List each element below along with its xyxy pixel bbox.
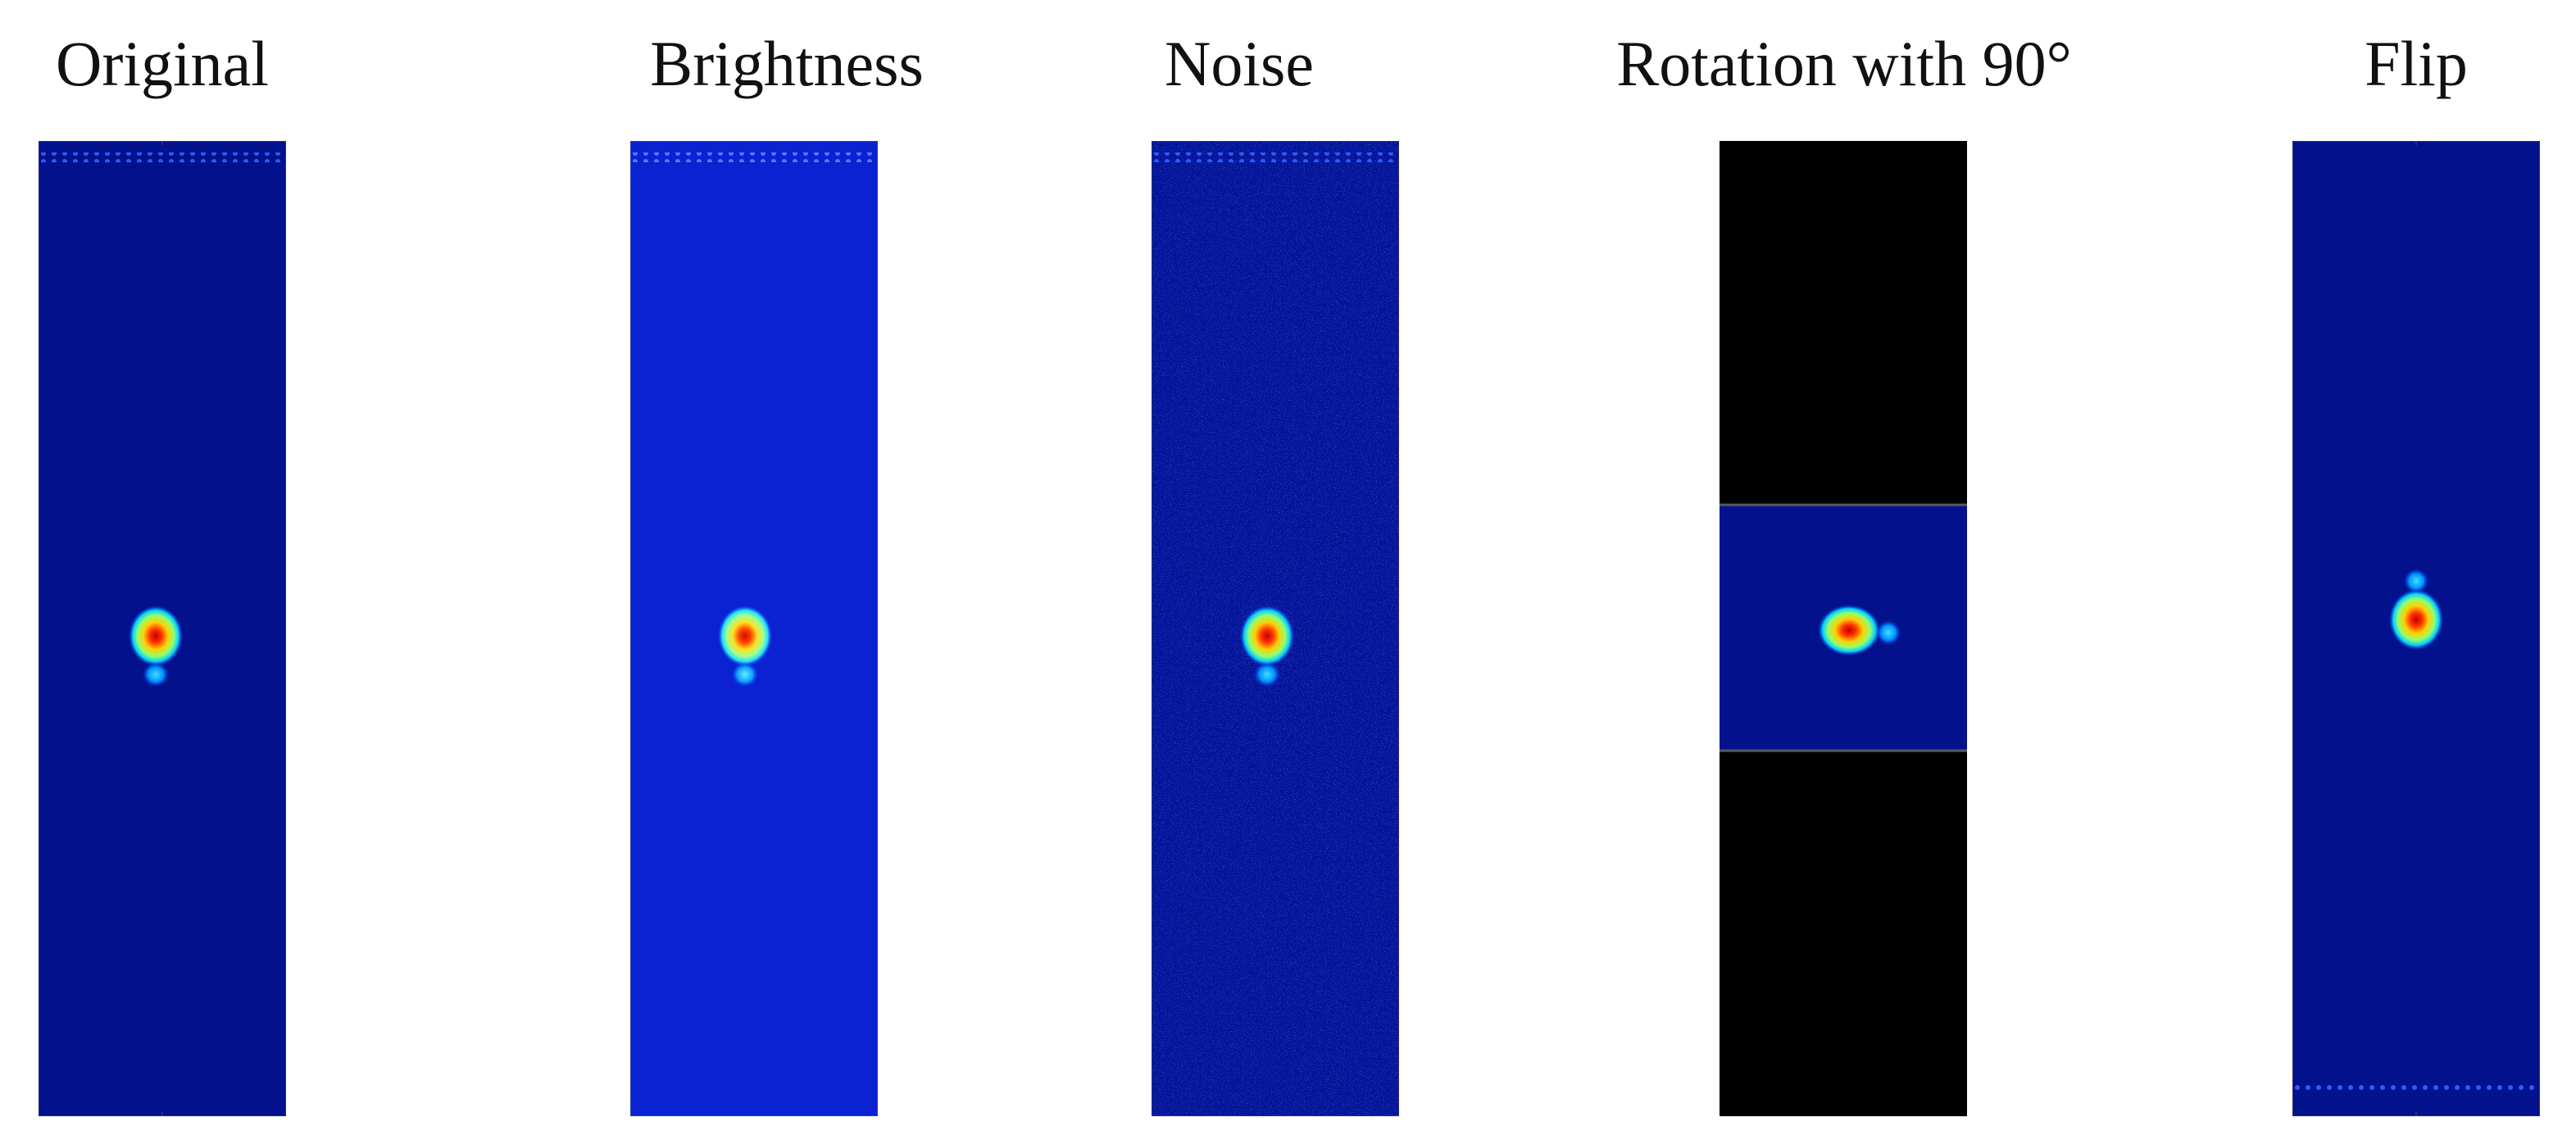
top-edge-artifact <box>1152 152 1399 162</box>
panel-title-noise: Noise <box>1165 28 1314 99</box>
top-edge-artifact <box>39 152 286 162</box>
hotspot-blob <box>718 606 772 666</box>
panel-image-original <box>39 141 286 1116</box>
secondary-blob <box>1876 620 1901 645</box>
secondary-blob <box>2404 569 2428 593</box>
panel-title-flip: Flip <box>2365 28 2468 99</box>
panel-image-rotation <box>1720 141 1967 1116</box>
bottom-edge-artifact <box>2292 1083 2540 1093</box>
panel-title-rotation: Rotation with 90° <box>1616 28 2072 99</box>
panel-image-flip <box>2292 141 2540 1116</box>
panel-title-original: Original <box>56 28 269 99</box>
top-edge-artifact <box>630 152 878 162</box>
secondary-blob <box>732 662 758 687</box>
black-padding-top <box>1720 141 1967 505</box>
hotspot-blob <box>2389 589 2443 650</box>
panel-title-brightness: Brightness <box>650 28 924 99</box>
hotspot-blob <box>129 606 183 666</box>
panel-image-noise <box>1152 141 1399 1116</box>
panel-image-brightness <box>630 141 878 1116</box>
secondary-blob <box>1254 662 1280 687</box>
secondary-blob <box>143 662 169 687</box>
black-padding-bottom <box>1720 751 1967 1116</box>
hotspot-blob <box>1818 605 1880 656</box>
